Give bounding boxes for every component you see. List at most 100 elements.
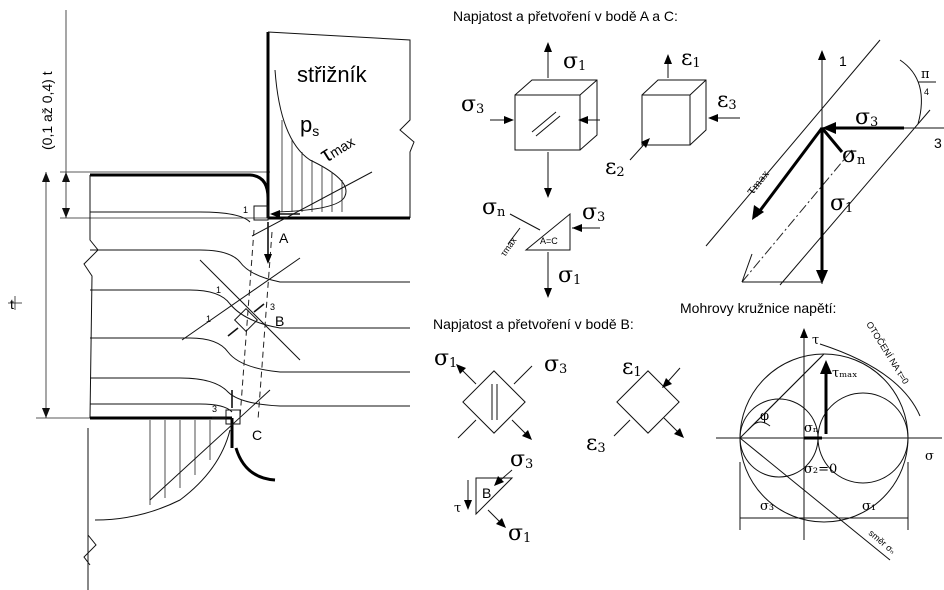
pressure-curve-bot <box>94 429 231 521</box>
tick-label: 3 <box>212 404 217 414</box>
sigma3-vec-label: σ3 <box>855 105 878 130</box>
sigma1-vec-label: σ1 <box>830 191 853 216</box>
header-b: Napjatost a přetvoření v bodě B: <box>433 316 634 332</box>
strain-element-b: ε1 ε3 <box>586 355 684 456</box>
arrowhead <box>62 172 70 182</box>
triangle-element <box>524 212 571 251</box>
fibre <box>90 337 410 373</box>
axis-3-label: 3 <box>934 135 942 151</box>
sheet-top-edge <box>90 173 270 200</box>
element-c <box>225 409 241 425</box>
rotation-label: OTOČENÍ NA τ=0 <box>864 320 910 386</box>
arrowhead <box>674 428 684 438</box>
eps1-b-label: ε1 <box>622 355 642 380</box>
arrowhead <box>641 138 650 148</box>
shear-zone-line <box>257 231 273 421</box>
arrowhead <box>664 54 672 64</box>
tau-max-mohr: τₘₐₓ <box>832 366 858 381</box>
axis-1-label: 1 <box>839 53 847 69</box>
shear-mark <box>535 115 561 137</box>
short-line <box>741 253 753 283</box>
sigma3-b-label: σ3 <box>544 352 567 377</box>
stress-cube <box>514 79 598 151</box>
sigma1-tri-b-label: σ1 <box>508 521 531 546</box>
triangle-b-element <box>475 477 514 516</box>
fibre <box>90 403 233 413</box>
sigma3-triangle-label: σ3 <box>582 200 605 225</box>
tau-max-small: τmax <box>498 235 518 258</box>
direction-label: směr σₙ <box>867 528 898 556</box>
diag-line <box>149 389 271 501</box>
shear-zone-line <box>239 229 255 419</box>
tau-max-label: τmax <box>315 127 358 167</box>
arrowhead <box>708 114 718 122</box>
phi-label: φ <box>760 409 769 424</box>
mohr-circles: σ τ OTOČENÍ NA τ=0 τₘₐₓ σₙ φ σ₂=0 σ₃ σ₁ … <box>716 320 942 561</box>
ps-label: ps <box>300 112 319 139</box>
sigma-n-arrow <box>509 213 541 231</box>
stress-diamond <box>462 370 526 434</box>
eps3-b-arrow <box>613 419 631 437</box>
fibre <box>90 211 251 223</box>
arrowhead <box>42 408 50 418</box>
arrowhead <box>464 500 472 510</box>
punch-label: střižník <box>297 62 368 87</box>
pressure-curve-top <box>274 69 347 213</box>
tau-b-label: τ <box>454 501 461 516</box>
arrowhead <box>544 288 552 298</box>
phi-arc <box>751 421 771 427</box>
arrowhead <box>504 116 514 124</box>
arrowhead <box>662 378 672 388</box>
rotation-construction: 1 3 π 4 σ3 σ1 τmax σn <box>705 39 944 286</box>
thickness-label: t <box>10 296 14 312</box>
arrowhead <box>816 270 828 284</box>
arrowhead <box>270 210 280 218</box>
triangle-b-label: B <box>482 485 491 501</box>
header-ac: Napjatost a přetvoření v bodě A a C: <box>453 8 678 24</box>
sigma-n-label: σn <box>482 195 506 220</box>
element-a <box>253 205 269 221</box>
element-b <box>233 307 259 333</box>
dim-sigma3-label: σ₃ <box>760 499 774 514</box>
arrowhead <box>800 328 808 338</box>
arrowhead <box>496 518 506 528</box>
pressure-arrows-top <box>281 120 343 212</box>
punch-outline <box>267 31 415 218</box>
arrowhead <box>572 224 582 232</box>
mohr-direction <box>739 437 891 561</box>
die-break <box>83 534 97 566</box>
sigma-n-vec-label: σn <box>842 143 866 168</box>
arrowhead <box>752 205 764 220</box>
triangle-ac: A=C σn σ3 σ1 τmax <box>482 195 605 298</box>
point-c-label: C <box>252 427 262 443</box>
sigma-n-vector <box>820 127 844 153</box>
point-a-label: A <box>279 230 289 246</box>
fibre <box>90 289 410 329</box>
rotation-arc <box>819 343 921 417</box>
center-line <box>741 149 853 283</box>
pi-num: π <box>921 67 930 82</box>
tick-label: 3 <box>270 302 275 312</box>
arrowhead <box>522 430 532 440</box>
arrowhead <box>456 364 466 374</box>
pi-den: 4 <box>924 87 929 97</box>
diag-upper <box>705 39 881 247</box>
sigma2-label: σ₂=0 <box>804 462 837 477</box>
pressure-arrows-bot <box>149 420 211 505</box>
sheet-break-left <box>83 175 99 419</box>
triangle-label: A=C <box>540 236 558 246</box>
sigma3-b-arrow <box>513 365 533 385</box>
arrow-b <box>227 327 239 337</box>
dim-sigma1-label: σ₁ <box>862 499 876 514</box>
strain-cube <box>641 79 707 146</box>
eps1-label: ε1 <box>681 46 701 71</box>
diag-lower <box>779 109 931 286</box>
sigma3-tri-b-label: σ3 <box>510 447 533 472</box>
arrowhead <box>494 476 504 486</box>
cross-section: (0,1 až 0,4) t střižník ps <box>8 10 415 590</box>
tick-label: 1 <box>206 314 211 324</box>
fibre <box>90 377 410 407</box>
tau-arrow <box>507 227 521 245</box>
